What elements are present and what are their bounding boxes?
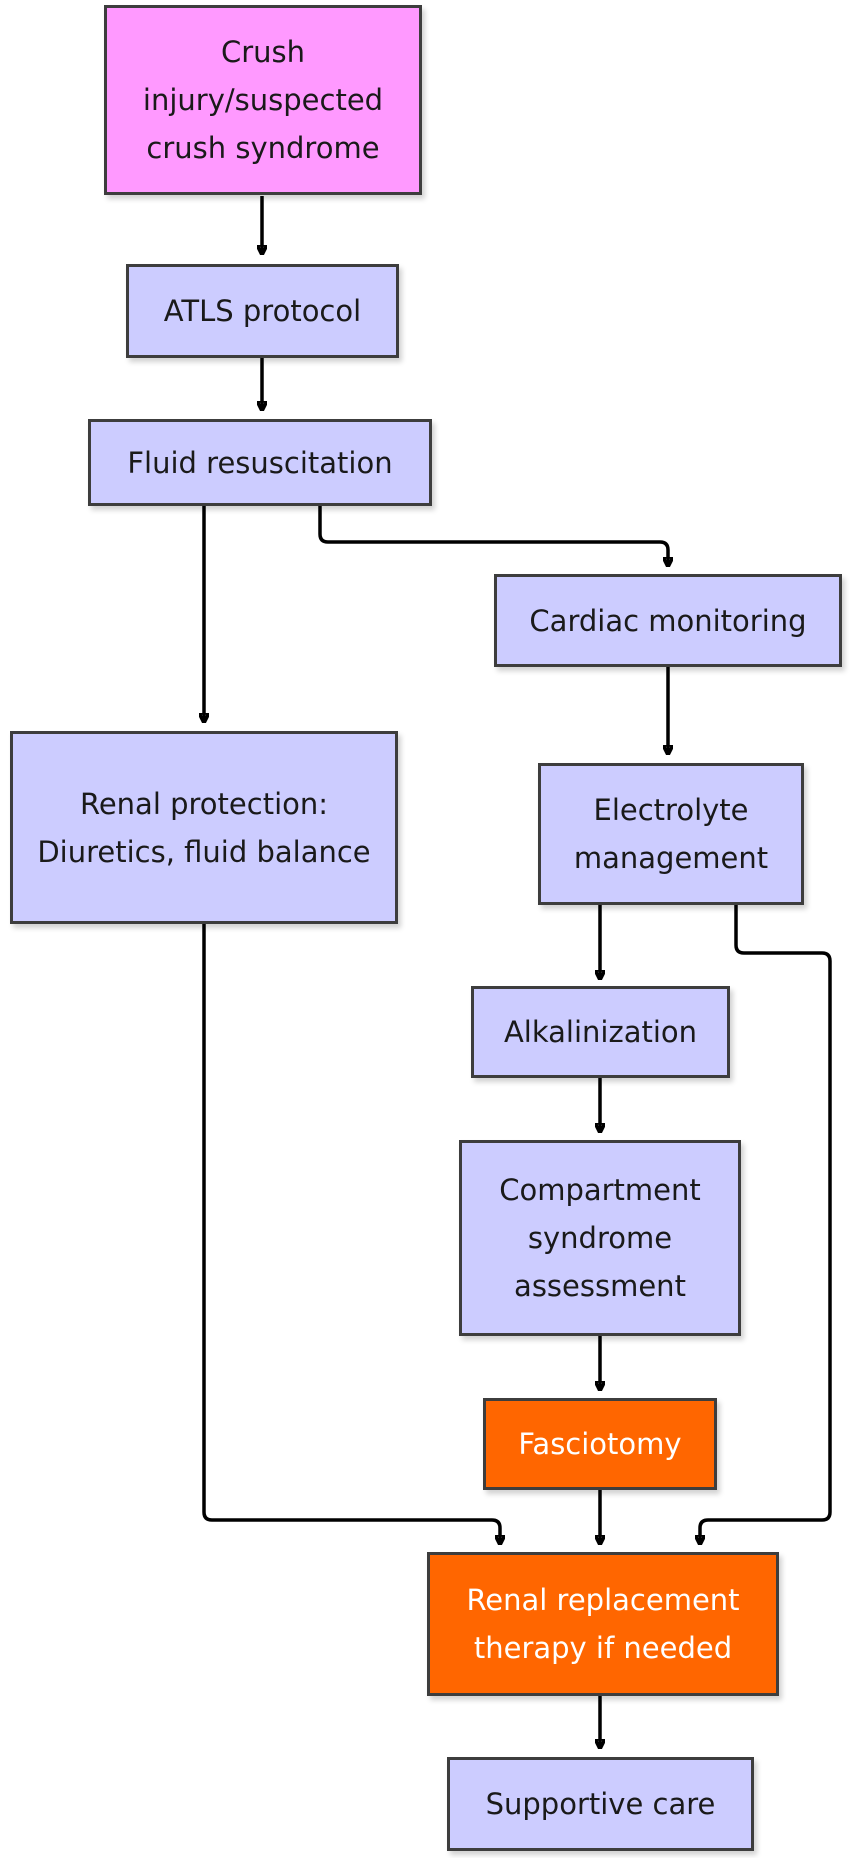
node-atls-protocol-label: ATLS protocol	[163, 294, 362, 328]
node-cardiac-monitoring: Cardiac monitoring	[494, 574, 842, 667]
node-atls-protocol: ATLS protocol	[126, 264, 399, 358]
node-compartment-syndrome-label: Compartment syndrome assessment	[499, 1173, 701, 1303]
node-renal-replacement: Renal replacement therapy if needed	[427, 1552, 779, 1696]
node-fasciotomy-label: Fasciotomy	[518, 1427, 682, 1461]
node-compartment-syndrome: Compartment syndrome assessment	[459, 1140, 741, 1336]
node-electrolyte-management: Electrolyte management	[538, 763, 804, 905]
node-fasciotomy: Fasciotomy	[483, 1398, 717, 1490]
node-crush-injury: Crush injury/suspected crush syndrome	[104, 5, 422, 195]
edge-renal-protection-to-rrt	[202, 924, 500, 1544]
node-alkalinization-label: Alkalinization	[503, 1015, 698, 1049]
node-fluid-resuscitation-label: Fluid resuscitation	[127, 445, 393, 480]
node-fluid-resuscitation: Fluid resuscitation	[88, 419, 432, 506]
node-crush-injury-label: Crush injury/suspected crush syndrome	[142, 35, 384, 165]
node-alkalinization: Alkalinization	[471, 986, 730, 1078]
node-cardiac-monitoring-label: Cardiac monitoring	[529, 603, 807, 638]
node-renal-replacement-label: Renal replacement therapy if needed	[466, 1583, 740, 1665]
node-supportive-care-label: Supportive care	[485, 1787, 716, 1821]
node-electrolyte-management-label: Electrolyte management	[573, 793, 769, 875]
edge-fluid-to-cardiac	[318, 506, 668, 566]
node-renal-protection: Renal protection: Diuretics, fluid balan…	[10, 731, 398, 924]
node-renal-protection-label: Renal protection: Diuretics, fluid balan…	[37, 786, 371, 869]
edge-electrolyte-to-rrt	[700, 905, 832, 1544]
node-supportive-care: Supportive care	[447, 1757, 754, 1851]
